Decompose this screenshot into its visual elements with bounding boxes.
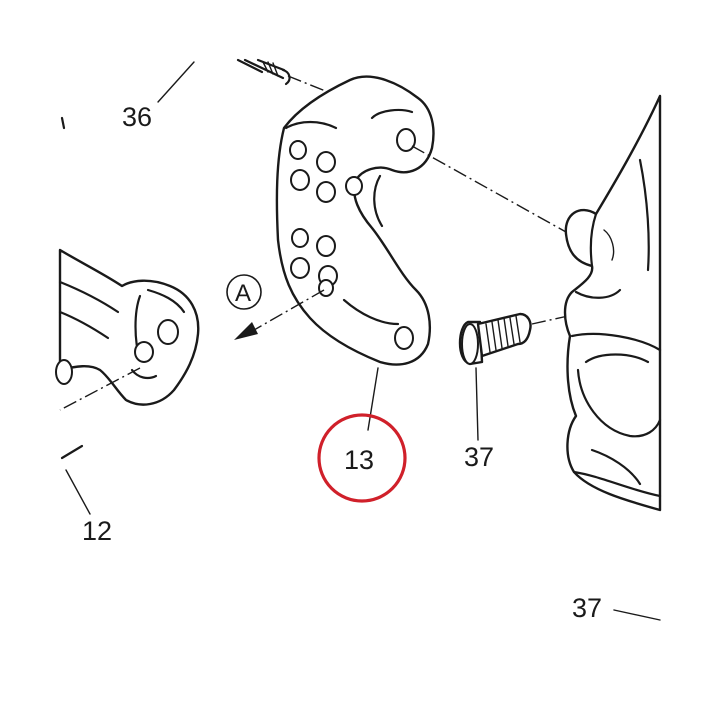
bracket-hole — [345, 176, 363, 196]
part-13-bracket — [275, 75, 435, 366]
bracket-hole — [316, 235, 336, 257]
part-12-pin-mark — [60, 444, 84, 460]
callout-12: 12 — [82, 516, 112, 546]
leader-37-lower — [613, 609, 661, 621]
bracket-hole — [289, 140, 307, 160]
leader-36 — [157, 61, 195, 103]
bracket-hole — [291, 228, 309, 248]
bracket-mount-hole-top — [396, 128, 416, 152]
part-12-link — [55, 248, 200, 411]
leader-13 — [367, 367, 379, 431]
view-letter: A — [235, 280, 251, 307]
part-36-bolt — [236, 58, 329, 93]
view-marker-a: A — [226, 274, 325, 340]
callout-37-lower: 37 — [572, 593, 602, 623]
bracket-hole — [316, 181, 336, 203]
bracket-mount-hole-bottom — [394, 326, 414, 350]
highlight-circle — [317, 413, 407, 503]
bracket-hole — [290, 169, 310, 191]
callout-37-bolt: 37 — [464, 442, 494, 472]
callout-13: 13 — [344, 445, 374, 475]
alignment-line-upper — [411, 145, 567, 233]
link-pivot-hole — [157, 319, 179, 345]
edge-tick — [60, 116, 66, 130]
callout-36: 36 — [122, 102, 152, 132]
bracket-hole — [316, 151, 336, 173]
link-end-hole — [55, 359, 73, 385]
caliper-body — [563, 94, 662, 512]
link-pin-hole — [134, 341, 154, 363]
view-arrowhead — [234, 322, 258, 340]
leader-37-bolt — [475, 367, 479, 441]
leader-12 — [65, 469, 91, 515]
bracket-hole — [290, 257, 310, 279]
part-37-bolt — [458, 312, 569, 366]
bracket-hole — [318, 279, 334, 297]
